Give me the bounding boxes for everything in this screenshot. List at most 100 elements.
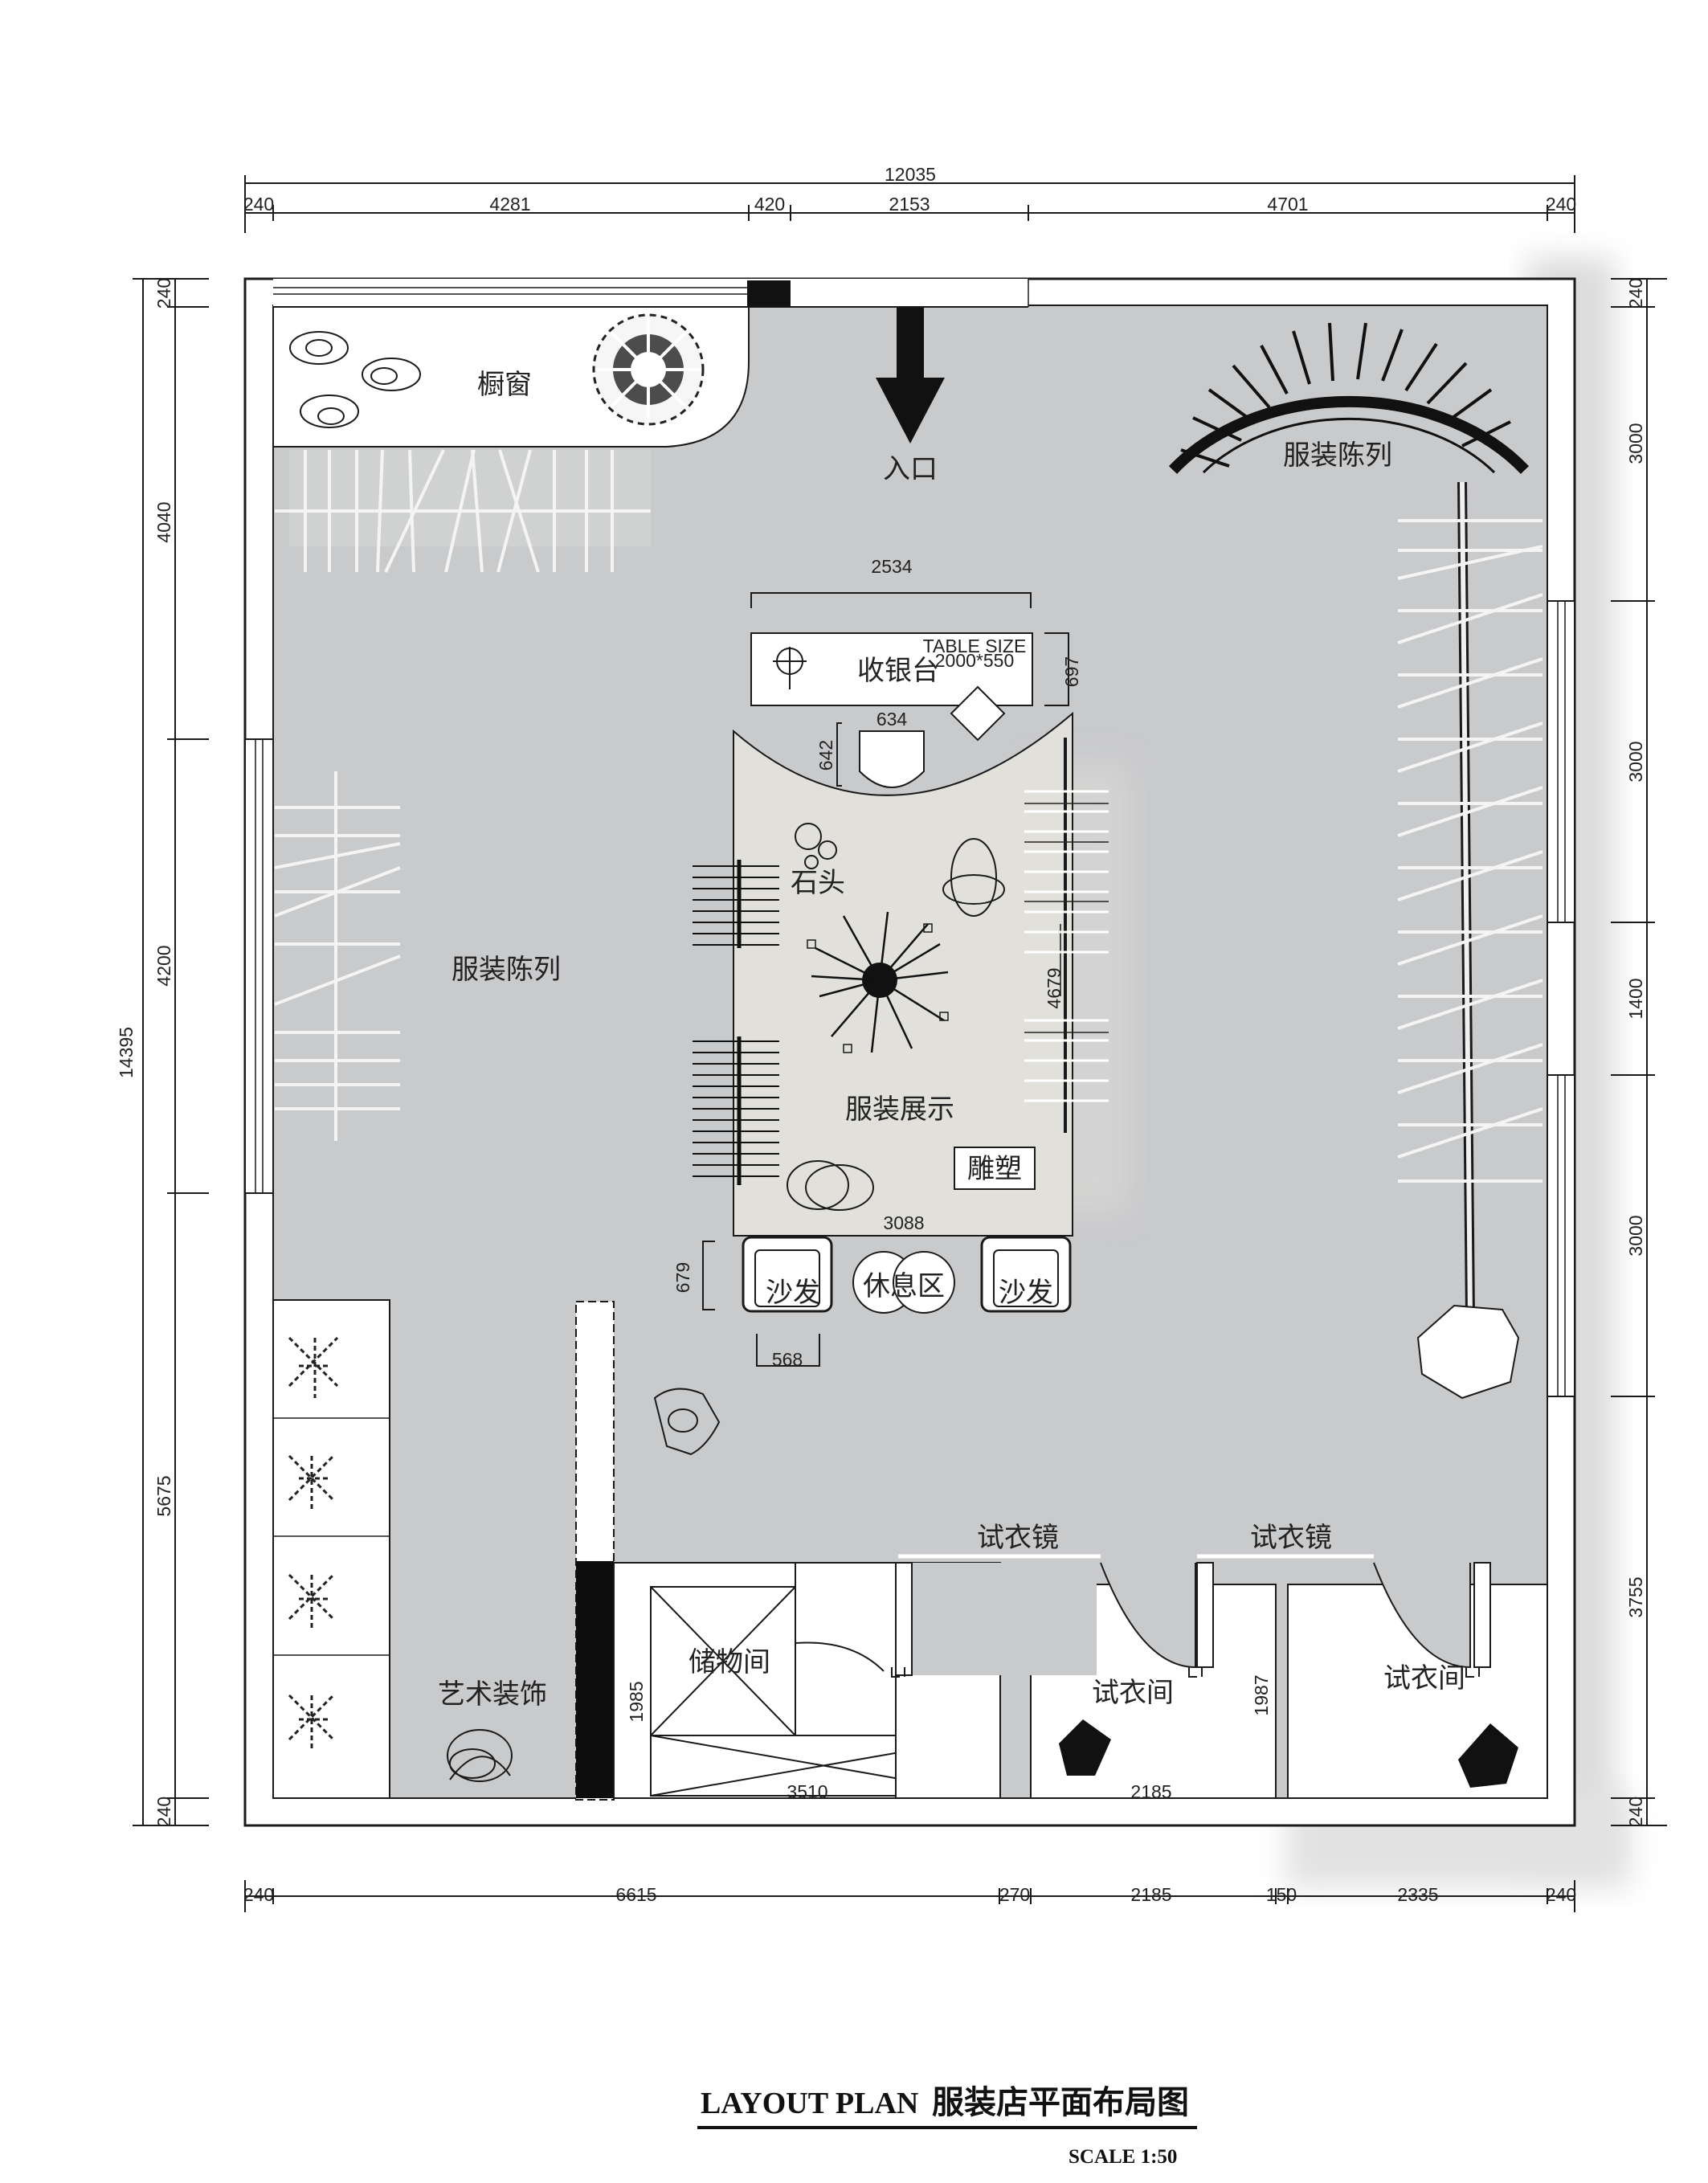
sofa-left-label: 沙发 [766, 1277, 820, 1309]
sculpture-box [954, 1147, 1036, 1190]
left-middle-rack [274, 771, 401, 1141]
dim-top-1: 240 [243, 194, 274, 215]
dim-right-6: 3755 [1625, 1576, 1646, 1617]
window-label: 橱窗 [477, 369, 532, 401]
right-window-2 [1547, 1074, 1575, 1397]
display-right-label: 服装陈列 [1283, 439, 1392, 472]
dim-right-5: 3000 [1625, 1215, 1646, 1256]
column [747, 280, 791, 307]
table-size-value: 2000*550 [935, 650, 1015, 671]
dim-left-3: 4200 [153, 945, 174, 986]
dim-bottom-5: 150 [1266, 1884, 1297, 1905]
mannequin-bottom [787, 1160, 874, 1211]
fitting-1-stool-icon [1059, 1719, 1111, 1776]
fitting-door-1[interactable] [1100, 1562, 1196, 1669]
sculpture-label: 雕塑 [967, 1153, 1022, 1185]
dim-sofa-height: 679 [672, 1262, 693, 1293]
storage-door[interactable] [795, 1563, 885, 1672]
sofa-right-label: 沙发 [999, 1277, 1053, 1309]
window-tree [592, 313, 705, 426]
coffee-table-2 [893, 1251, 955, 1314]
dim-top-6: 240 [1546, 194, 1576, 215]
left-window [244, 738, 274, 1194]
display-island-label: 服装展示 [845, 1094, 954, 1126]
left-dimensions [133, 278, 209, 1826]
dim-bottom-6: 2335 [1397, 1884, 1438, 1905]
dim-top-3: 420 [754, 194, 785, 215]
storage-label: 储物间 [689, 1646, 770, 1678]
cashier-depth-line [1044, 632, 1069, 706]
cashier-label: 收银台 [857, 655, 939, 687]
cashier-chair [859, 730, 925, 788]
dim-fit-height: 1987 [1251, 1674, 1272, 1715]
sofa-right[interactable] [980, 1236, 1072, 1313]
stone-icon [795, 823, 837, 869]
plan-title-cn: 服装店平面布局图 [932, 2084, 1189, 2120]
cashier-seat-icon [773, 647, 807, 689]
entrance-label: 入口 [883, 453, 938, 485]
art-label: 艺术装饰 [438, 1678, 547, 1711]
art-sculpture-icon [447, 1729, 513, 1782]
dim-bottom-1: 240 [243, 1884, 274, 1905]
stone-label: 石头 [791, 867, 845, 899]
right-window-1 [1547, 600, 1575, 923]
dim-right-3: 3000 [1625, 741, 1646, 782]
top-dimensions [244, 175, 1575, 233]
dim-left-total: 14395 [116, 1027, 137, 1078]
dim-seat-width: 634 [876, 709, 908, 730]
cashier-dim-line [750, 592, 1032, 608]
lounge-label: 休息区 [863, 1270, 945, 1302]
sofa-left[interactable] [742, 1236, 833, 1313]
dim-right-4: 1400 [1625, 978, 1646, 1019]
right-long-rack [1397, 519, 1543, 1183]
dim-bottom-7: 240 [1546, 1884, 1576, 1905]
window-mannequins [289, 331, 421, 428]
dim-fit-width: 2185 [1130, 1781, 1171, 1802]
fitting-door-2[interactable] [1373, 1562, 1471, 1669]
mirror-2-label: 试衣镜 [1250, 1522, 1332, 1554]
dim-top-5: 4701 [1267, 194, 1308, 215]
register-icon [950, 685, 1006, 742]
left-top-rack [275, 449, 651, 573]
partition-wall-solid [576, 1561, 614, 1798]
fitting-2-label: 试衣间 [1383, 1662, 1465, 1694]
fitting-corridor-1 [896, 1563, 1097, 1675]
dim-storage-width: 3510 [787, 1781, 827, 1802]
dim-top-4: 2153 [889, 194, 930, 215]
mannequin-top [942, 838, 1005, 917]
dim-left-4: 5675 [153, 1475, 174, 1516]
mirror-1-label: 试衣镜 [977, 1522, 1059, 1554]
art-wall-figures [288, 1336, 339, 1752]
front-wall-band [273, 279, 1028, 307]
dim-bottom-3: 270 [999, 1884, 1030, 1905]
plant-pot [1416, 1304, 1520, 1400]
dim-top-total: 12035 [885, 164, 936, 185]
entrance-arrow-icon [876, 308, 945, 444]
dim-island-height: 4679 [1044, 967, 1064, 1008]
curved-display-rack [1168, 322, 1530, 474]
island-right-rack [1024, 790, 1109, 1102]
dim-storage-height: 1985 [626, 1681, 647, 1722]
dim-bottom-2: 6615 [615, 1884, 656, 1905]
bottom-dimensions [244, 1880, 1575, 1912]
dim-right-7: 240 [1625, 1797, 1646, 1827]
dim-seat-height: 642 [815, 740, 836, 771]
fitting-2-stool-icon [1458, 1723, 1518, 1788]
table-size-label: TABLE SIZE [923, 636, 1027, 656]
dim-left-5: 240 [153, 1797, 174, 1827]
dim-right-2: 3000 [1625, 423, 1646, 464]
dim-cashier-width: 2534 [871, 556, 912, 577]
dim-left-1: 240 [153, 278, 174, 309]
dim-sofa-width: 568 [772, 1349, 803, 1370]
island-left-rack [693, 860, 779, 1185]
cashier-counter [750, 632, 1033, 706]
plan-scale: SCALE 1:50 [1069, 2146, 1177, 2168]
person-icon [653, 1388, 721, 1456]
right-dimensions [1611, 278, 1667, 1826]
plan-title-en: LAYOUT PLAN [701, 2087, 918, 2120]
dim-top-2: 4281 [489, 194, 530, 215]
display-left-label: 服装陈列 [452, 954, 561, 986]
dim-right-1: 240 [1625, 278, 1646, 309]
dim-bottom-4: 2185 [1130, 1884, 1171, 1905]
